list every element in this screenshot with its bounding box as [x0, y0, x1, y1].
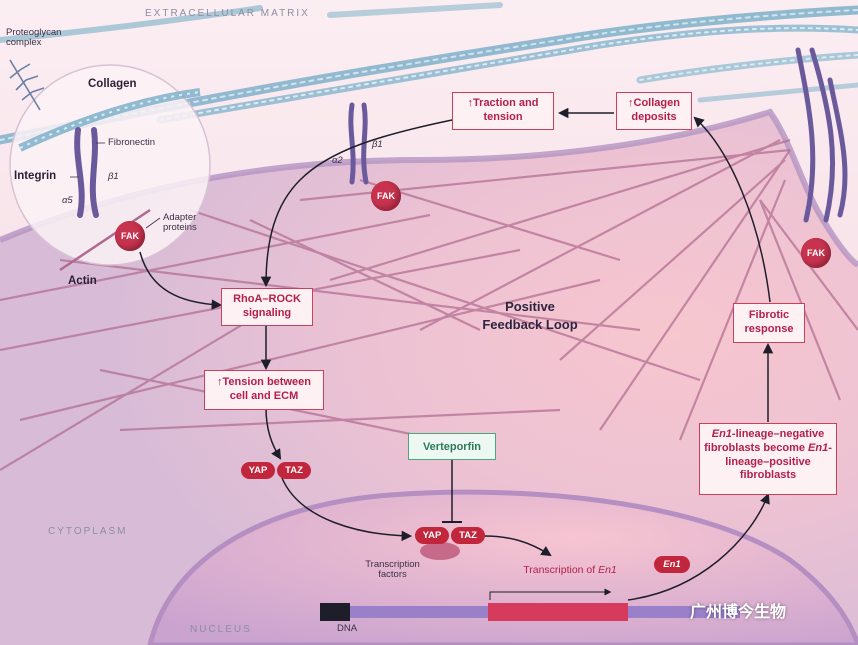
inset-integrin: [74, 127, 99, 218]
inset-collagen: [18, 88, 201, 152]
arrow-nuc-to-transcription: [483, 535, 552, 557]
taz-nucleus: TAZ: [451, 527, 485, 544]
transcription-prefix: Transcription of: [523, 564, 599, 576]
yap-nucleus: YAP: [415, 527, 449, 544]
integrin-right: [795, 47, 848, 223]
feedback-loop-label: Feedback Loop: [482, 317, 578, 332]
lineage-box: En1-lineage–negative fibroblasts become …: [699, 423, 837, 495]
fak-inset: FAK: [115, 221, 145, 251]
nucleus-label: NUCLEUS: [190, 624, 252, 635]
beta1-inset-label: β1: [108, 171, 119, 182]
positive-label: Positive: [505, 299, 555, 314]
verteporfin-box: Verteporfin: [408, 433, 496, 460]
adapter-proteins-label: Adapter proteins: [163, 212, 197, 234]
cytoplasm-label: CYTOPLASM: [48, 526, 128, 537]
transcription-factors-label: Transcription factors: [365, 559, 420, 581]
fak-membrane: FAK: [371, 181, 401, 211]
alpha2-label: α2: [332, 155, 343, 166]
transcription-en1-label: Transcription of En1: [520, 564, 620, 577]
alpha5-label: α5: [62, 195, 73, 206]
lineage-gene-2: En1: [808, 441, 829, 454]
inset-proteoglycan: [9, 59, 45, 111]
lineage-gene-1: En1: [711, 428, 732, 440]
watermark: 广州博今生物: [690, 602, 787, 621]
zoom-inset: [9, 64, 211, 266]
dna-label: DNA: [337, 623, 358, 634]
collagen-deposits-box: ↑Collagen deposits: [616, 92, 692, 130]
fibronectin-label: Fibronectin: [108, 137, 155, 148]
yap-cytoplasm: YAP: [241, 462, 275, 479]
en1-protein: En1: [654, 556, 690, 573]
lineage-text-1: -lineage–negative fibroblasts become: [704, 428, 825, 454]
fak-right: FAK: [801, 238, 831, 268]
inset-actin: [59, 208, 151, 272]
actin-label: Actin: [68, 275, 97, 287]
extracellular-matrix-label: EXTRACELLULAR MATRIX: [145, 8, 310, 19]
arrow-fibrotic-to-collagen: [693, 116, 771, 303]
dna-promoter-arrow: [489, 588, 612, 600]
pathway-arrows: [139, 107, 774, 601]
lineage-text-2: -lineage–positive fibroblasts: [725, 441, 832, 482]
arrow-tension-to-yap: [265, 407, 282, 460]
dna-dark-end: [320, 603, 350, 621]
dna-en1-gene: [488, 603, 628, 621]
taz-cytoplasm: TAZ: [277, 462, 311, 479]
arrow-fak-to-rhoa: [139, 251, 223, 310]
arrow-yap-to-nucleus: [281, 477, 413, 542]
traction-box: ↑Traction and tension: [452, 92, 554, 130]
tension-box: ↑Tension between cell and ECM: [204, 370, 324, 410]
beta1-membrane-label: β1: [372, 139, 383, 150]
arrow-en1-to-lineage: [627, 493, 770, 601]
integrin-middle: [348, 102, 369, 185]
tf-shape: [420, 542, 460, 560]
transcription-gene: En1: [598, 564, 617, 576]
rhoa-rock-box: RhoA–ROCK signaling: [221, 288, 313, 326]
integrin-label: Integrin: [14, 170, 57, 182]
arrow-traction-to-rhoa: [260, 119, 453, 288]
collagen-label: Collagen: [88, 78, 137, 90]
fibrotic-response-box: Fibrotic response: [733, 303, 805, 343]
proteoglycan-label: Proteoglycan complex: [6, 27, 62, 49]
